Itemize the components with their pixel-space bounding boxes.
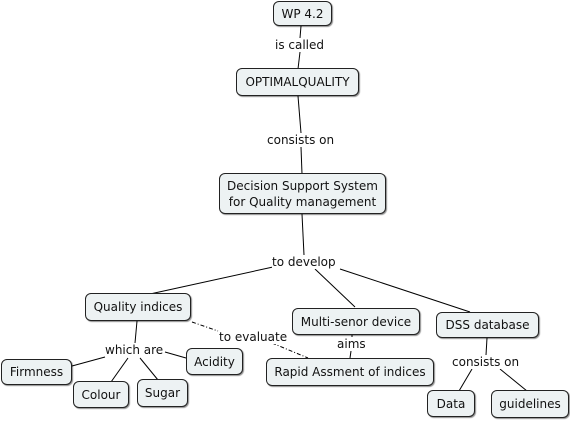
- concept-colour[interactable]: Colour: [73, 381, 129, 408]
- concept-guidelines[interactable]: guidelines: [491, 390, 569, 418]
- connector-aims-rapid: [349, 350, 352, 359]
- connector-quality-toevaluate: [191, 321, 219, 332]
- connector-consistson-dss: [300, 146, 303, 175]
- link-which-are: which are: [105, 343, 164, 357]
- connector-todevelop-quality: [149, 266, 274, 295]
- connector-iscalled-optimal: [297, 51, 301, 70]
- concept-firmness[interactable]: Firmness: [1, 359, 72, 385]
- connector-consistson-guidelines: [499, 368, 528, 392]
- concept-multi-sensor-device[interactable]: Multi-senor device: [292, 308, 420, 335]
- connector-whichare-firmness: [71, 356, 106, 367]
- connector-dss-todevelop: [301, 213, 305, 256]
- concept-dss-database[interactable]: DSS database: [436, 312, 539, 338]
- connector-todevelop-multisensor: [314, 268, 356, 308]
- concept-optimalquality[interactable]: OPTIMALQUALITY: [236, 68, 359, 96]
- connector-whichare-colour: [110, 357, 129, 383]
- connector-todevelop-dssdb: [339, 268, 471, 313]
- connector-wp-iscalled: [299, 25, 302, 39]
- concept-sugar[interactable]: Sugar: [137, 379, 188, 407]
- link-consists-on: consists on: [267, 133, 335, 147]
- link-consists-on-db: consists on: [452, 355, 520, 369]
- connector-toevaluate-rapid: [271, 342, 309, 359]
- concept-quality-indices[interactable]: Quality indices: [85, 293, 191, 321]
- connector-optimal-consistson: [297, 95, 302, 134]
- link-is-called: is called: [275, 38, 325, 52]
- connector-quality-whichare: [134, 320, 138, 344]
- connector-whichare-acidity: [164, 351, 187, 359]
- concept-data[interactable]: Data: [427, 390, 475, 417]
- link-aims: aims: [337, 337, 366, 351]
- concept-acidity[interactable]: Acidity: [186, 348, 243, 375]
- concept-wp-4-2[interactable]: WP 4.2: [273, 1, 332, 26]
- concept-decision-support-system[interactable]: Decision Support System for Quality mana…: [219, 173, 386, 214]
- link-to-develop: to develop: [272, 255, 336, 269]
- connector-consistson-data: [458, 368, 473, 392]
- connector-dssdb-consistson: [485, 337, 488, 356]
- link-to-evaluate: to evaluate: [219, 330, 288, 344]
- concept-rapid-assment-of-indices[interactable]: Rapid Assment of indices: [266, 358, 434, 386]
- connector-whichare-sugar: [139, 357, 159, 381]
